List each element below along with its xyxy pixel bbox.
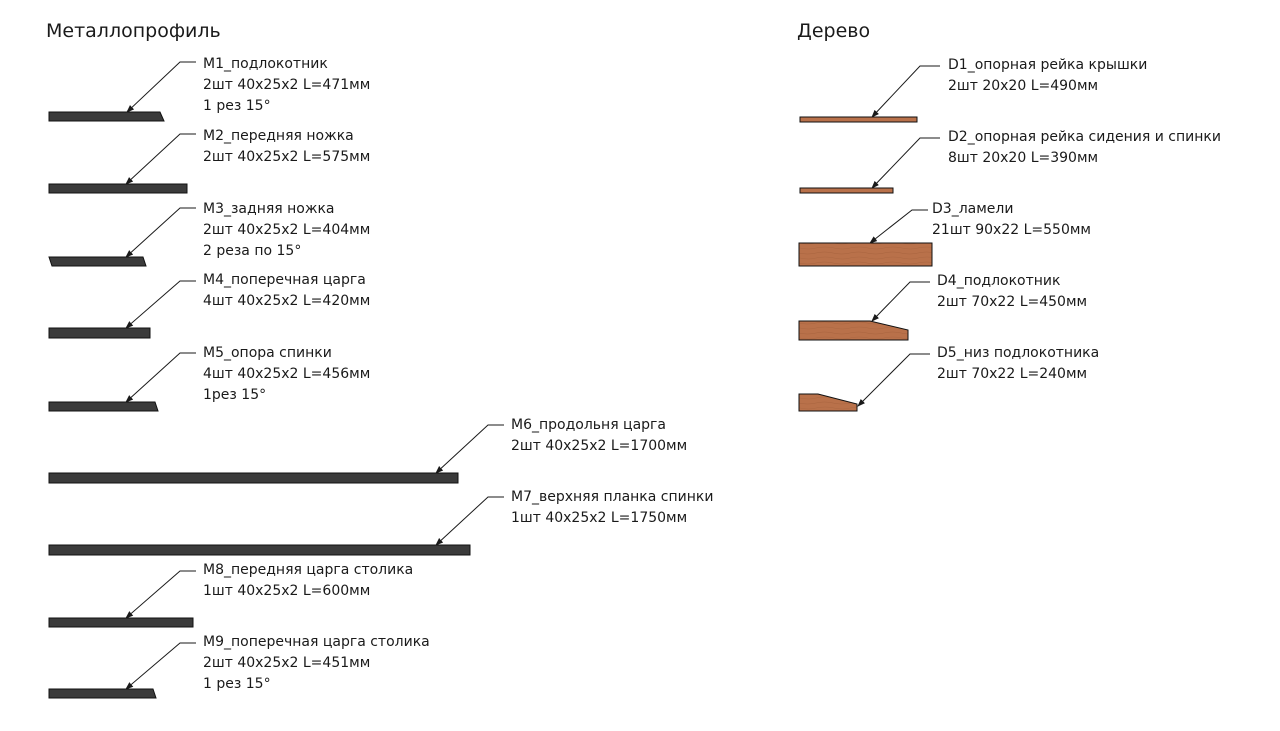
metal-leader-m9: [125, 642, 196, 690]
metal-label-m4: M4_поперечная царга 4шт 40x25x2 L=420мм: [203, 270, 370, 312]
part-name: M4_поперечная царга: [203, 272, 366, 288]
part-name: M2_передняя ножка: [203, 128, 354, 144]
part-spec: 1шт 40x25x2 L=600мм: [203, 583, 371, 599]
wood-part-d2: [799, 187, 894, 194]
part-spec: 2шт 40x25x2 L=451мм: [203, 655, 371, 671]
metal-part-m3: [48, 256, 147, 267]
part-spec: 21шт 90x22 L=550мм: [932, 222, 1091, 238]
wood-part-d4: [798, 320, 909, 341]
part-spec: 2шт 40x25x2 L=575мм: [203, 149, 371, 165]
metal-part-m2: [48, 183, 188, 194]
metal-leader-m2: [125, 133, 196, 185]
part-spec: 2шт 40x25x2 L=471мм: [203, 77, 371, 93]
part-name: D2_опорная рейка сидения и спинки: [948, 129, 1221, 145]
part-spec: 2шт 70x22 L=240мм: [937, 366, 1088, 382]
metal-leader-m1: [126, 61, 196, 113]
metal-leader-m7: [435, 496, 504, 546]
part-name: M3_задняя ножка: [203, 201, 335, 217]
wood-part-d3: [798, 242, 933, 267]
wood-leader-d2: [871, 137, 940, 189]
part-spec: 4шт 40x25x2 L=420мм: [203, 293, 371, 309]
part-spec: 4шт 40x25x2 L=456мм: [203, 366, 371, 382]
wood-part-d1: [799, 116, 918, 123]
part-spec: 2 реза по 15°: [203, 243, 302, 259]
metal-label-m5: M5_опора спинки 4шт 40x25x2 L=456мм 1рез 1…: [203, 343, 370, 406]
part-spec: 2шт 70x22 L=450мм: [937, 294, 1088, 310]
metal-part-m8: [48, 617, 194, 628]
metal-label-m3: M3_задняя ножка 2шт 40x25x2 L=404мм 2 реза…: [203, 199, 370, 262]
part-spec: 1шт 40x25x2 L=1750мм: [511, 510, 688, 526]
part-spec: 2шт 40x25x2 L=1700мм: [511, 438, 688, 454]
metal-label-m9: M9_поперечная царга столика 2шт 40x25x2 L…: [203, 632, 430, 695]
metal-part-m1: [48, 111, 165, 122]
metal-label-m1: M1_подлокотник 2шт 40x25x2 L=471мм 1 рез 1…: [203, 54, 370, 117]
metal-leader-m8: [125, 570, 196, 619]
part-name: D3_ламели: [932, 201, 1014, 217]
part-name: M5_опора спинки: [203, 345, 332, 361]
metal-label-m7: M7_верхняя планка спинки 1шт 40x25x2 L=17…: [511, 487, 713, 529]
metal-leader-m6: [435, 424, 504, 474]
metal-label-m2: M2_передняя ножка 2шт 40x25x2 L=575мм: [203, 126, 370, 168]
metal-leader-m3: [125, 207, 196, 258]
metal-part-m6: [48, 472, 459, 484]
part-name: D4_подлокотник: [937, 273, 1061, 289]
metal-label-m6: M6_продольня царга 2шт 40x25x2 L=1700мм: [511, 415, 687, 457]
part-spec: 1рез 15°: [203, 387, 267, 403]
part-spec: 1 рез 15°: [203, 98, 271, 114]
part-name: D5_низ подлокотника: [937, 345, 1100, 361]
part-spec: 2шт 40x25x2 L=404мм: [203, 222, 371, 238]
wood-leader-d4: [871, 281, 930, 322]
metal-part-m5: [48, 401, 159, 412]
wood-label-d1: D1_опорная рейка крышки 2шт 20x20 L=490мм: [948, 55, 1147, 97]
wood-leader-d3: [869, 209, 928, 244]
metal-leader-m5: [125, 352, 196, 403]
metal-label-m8: M8_передняя царга столика 1шт 40x25x2 L=6…: [203, 560, 413, 602]
part-name: M8_передняя царга столика: [203, 562, 414, 578]
part-name: M7_верхняя планка спинки: [511, 489, 714, 505]
part-name: M1_подлокотник: [203, 56, 328, 72]
part-name: D1_опорная рейка крышки: [948, 57, 1148, 73]
metal-part-m9: [48, 688, 157, 699]
part-spec: 1 рез 15°: [203, 676, 271, 692]
wood-section-title: Дерево: [797, 20, 871, 42]
metal-section-title: Металлопрофиль: [46, 20, 221, 42]
part-spec: 8шт 20x20 L=390мм: [948, 150, 1099, 166]
wood-part-d5: [798, 393, 858, 412]
part-name: M6_продольня царга: [511, 417, 666, 433]
part-spec: 2шт 20x20 L=490мм: [948, 78, 1099, 94]
part-name: M9_поперечная царга столика: [203, 634, 430, 650]
wood-label-d3: D3_ламели 21шт 90x22 L=550мм: [932, 199, 1091, 241]
wood-leader-d1: [871, 65, 940, 118]
wood-label-d2: D2_опорная рейка сидения и спинки 8шт 20x…: [948, 127, 1221, 169]
wood-label-d5: D5_низ подлокотника 2шт 70x22 L=240мм: [937, 343, 1099, 385]
wood-leader-d5: [857, 353, 930, 407]
wood-label-d4: D4_подлокотник 2шт 70x22 L=450мм: [937, 271, 1087, 313]
metal-leader-m4: [125, 280, 196, 329]
metal-part-m7: [48, 544, 471, 556]
metal-part-m4: [48, 327, 151, 339]
